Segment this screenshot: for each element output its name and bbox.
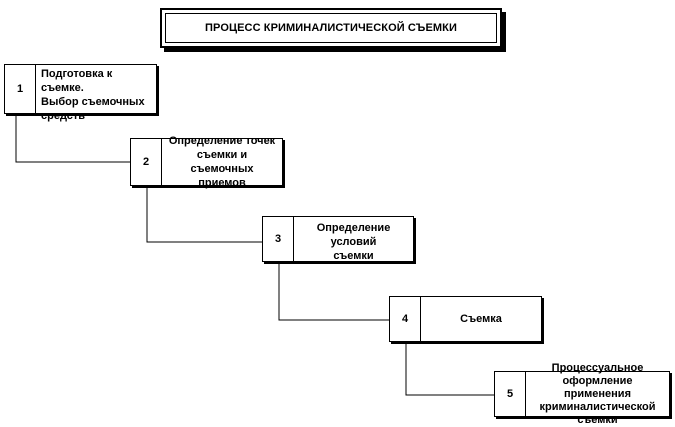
step-box-5: 5 Процессуальное оформление применения к… — [494, 361, 670, 426]
step-text-4: Съемка — [460, 313, 502, 325]
step-number-1: 1 — [5, 65, 36, 113]
title-inner-frame: ПРОЦЕСС КРИМИНАЛИСТИЧЕСКОЙ СЪЕМКИ — [165, 13, 497, 43]
connector-2-3 — [146, 186, 262, 243]
connector-1-2 — [15, 114, 130, 163]
step-box-2: 2 Определение точек съемки и съемочных п… — [130, 135, 283, 189]
step-number-2: 2 — [131, 139, 162, 185]
step-box-3: 3 Определение условий съемки — [262, 216, 414, 262]
step-number-4: 4 — [390, 297, 421, 341]
step-box-4: 4 Съемка — [389, 296, 542, 342]
diagram-title-box: ПРОЦЕСС КРИМИНАЛИСТИЧЕСКОЙ СЪЕМКИ — [160, 8, 502, 48]
step-text-3: Определение условий съемки — [316, 222, 391, 262]
step-text-5: Процессуальное оформление применения кри… — [539, 361, 656, 426]
step-number-3: 3 — [263, 217, 294, 261]
step-box-1: 1 Подготовка к съемке. Выбор съемочных с… — [4, 64, 157, 122]
step-number-5: 5 — [495, 372, 526, 416]
connector-4-5 — [405, 342, 494, 396]
step-text-2: Определение точек съемки и съемочных при… — [168, 135, 276, 189]
step-text-1: Подготовка к съемке. Выбор съемочных сре… — [41, 68, 145, 122]
connector-3-4 — [278, 262, 389, 321]
diagram-title: ПРОЦЕСС КРИМИНАЛИСТИЧЕСКОЙ СЪЕМКИ — [205, 22, 457, 34]
